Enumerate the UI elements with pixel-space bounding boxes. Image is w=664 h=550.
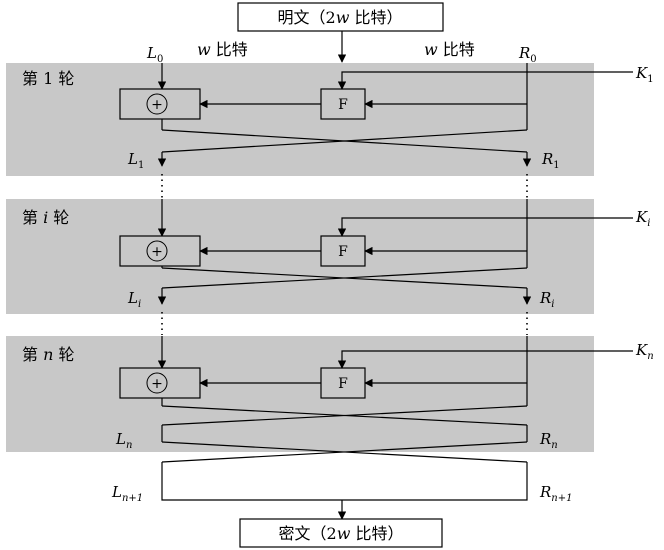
li-label: Li [127, 289, 141, 310]
l0-label: L0 [146, 44, 163, 65]
key-label-1: K1 [635, 64, 654, 85]
svg-text:F: F [338, 97, 348, 113]
key-label-n: Kn [635, 341, 654, 362]
ciphertext-box: 密文（2w 比特） [239, 518, 443, 548]
xor-box-1: + [119, 88, 201, 120]
f-box-i: F [320, 235, 366, 267]
svg-text:+: + [151, 97, 163, 113]
half-width-label-right: w 比特 [424, 40, 475, 59]
round-title-n: 第 n 轮 [22, 345, 75, 364]
rn1-label: Rn+1 [539, 483, 572, 504]
r1-label: R1 [541, 150, 560, 171]
ri-label: Ri [539, 289, 555, 310]
round-panel-i [6, 199, 594, 314]
round-title-i: 第 i 轮 [22, 208, 69, 227]
xor-box-n: + [119, 367, 201, 399]
rn-label: Rn [539, 430, 558, 451]
half-width-label-left: w 比特 [197, 40, 248, 59]
f-box-n: F [320, 367, 366, 399]
key-label-i: Ki [635, 208, 650, 229]
xor-box-i: + [119, 235, 201, 267]
round-panel-n [6, 336, 594, 452]
svg-text:密文（2w 比特）: 密文（2w 比特） [279, 524, 404, 543]
ln1-label: Ln+1 [111, 483, 143, 504]
l1-label: L1 [127, 150, 144, 171]
svg-text:+: + [151, 244, 163, 260]
svg-text:明文（2w 比特）: 明文（2w 比特） [278, 8, 403, 27]
svg-text:+: + [151, 376, 163, 392]
plaintext-box: 明文（2w 比特） [237, 2, 444, 32]
svg-text:F: F [338, 376, 348, 392]
round-title-1: 第 1 轮 [22, 69, 74, 88]
f-box-1: F [320, 88, 366, 120]
r0-label: R0 [518, 44, 537, 65]
ln-label: Ln [115, 430, 132, 451]
svg-text:F: F [338, 244, 348, 260]
round-panel-1 [6, 63, 594, 176]
